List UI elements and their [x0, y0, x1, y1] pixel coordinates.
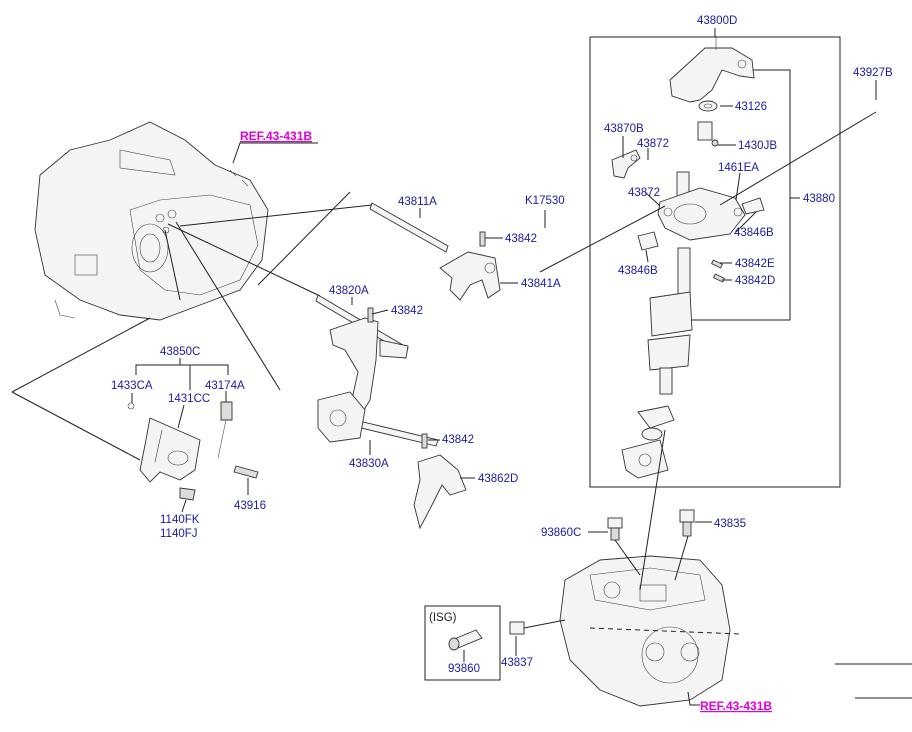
ref-link-top[interactable]: REF.43-431B — [240, 129, 312, 143]
label-43872-a: 43872 — [637, 138, 669, 150]
label-43846B-b: 43846B — [618, 265, 658, 277]
label-43927B: 43927B — [853, 67, 893, 79]
clutch-housing — [34, 121, 269, 321]
label-isg: (ISG) — [429, 612, 457, 624]
label-43835: 43835 — [714, 518, 746, 530]
control-housing-plate — [657, 187, 746, 241]
label-1140FJ: 1140FJ — [160, 528, 198, 540]
label-43842E: 43842E — [735, 258, 775, 270]
label-43916: 43916 — [234, 500, 266, 512]
label-43126: 43126 — [735, 101, 767, 113]
damper-43846B-b — [637, 231, 659, 251]
shift-fork-43841A — [439, 231, 501, 301]
label-43880: 43880 — [803, 193, 835, 205]
label-43830A: 43830A — [349, 458, 389, 470]
label-43837: 43837 — [501, 657, 533, 669]
isg-box — [424, 605, 501, 681]
label-43842D: 43842D — [735, 275, 775, 287]
bracket-43850C — [127, 401, 259, 501]
label-43800D: 43800D — [697, 15, 737, 27]
label-1433CA: 1433CA — [111, 380, 153, 392]
label-43872-b: 43872 — [628, 187, 660, 199]
shift-fork-43820A — [329, 307, 409, 421]
label-1140FK: 1140FK — [160, 514, 200, 526]
sensor-93860C — [607, 517, 623, 541]
plug-43835 — [679, 509, 695, 537]
label-K17530: K17530 — [525, 195, 565, 207]
label-93860C: 93860C — [541, 527, 581, 539]
leader-lines — [11, 80, 912, 706]
label-43846B-a: 43846B — [734, 227, 774, 239]
shift-shaft-lower — [621, 247, 693, 479]
label-43841A: 43841A — [521, 278, 561, 290]
label-1461EA: 1461EA — [718, 162, 759, 174]
label-1430JB: 1430JB — [738, 140, 777, 152]
fitting-43837 — [509, 621, 525, 635]
damper-43846B-a — [741, 197, 765, 215]
transmission-case — [559, 555, 741, 707]
label-43842-a: 43842 — [505, 233, 537, 245]
label-93860: 93860 — [448, 663, 480, 675]
label-43842-b: 43842 — [391, 305, 423, 317]
label-1431CC: 1431CC — [168, 393, 210, 405]
shift-fork-43830A — [317, 391, 467, 530]
label-43820A: 43820A — [329, 285, 369, 297]
label-43850C: 43850C — [160, 346, 200, 358]
label-43174A: 43174A — [205, 380, 245, 392]
lever-43870B — [611, 149, 641, 179]
label-43842-c: 43842 — [442, 434, 474, 446]
label-43811A: 43811A — [398, 196, 437, 208]
cover-43800D — [669, 36, 755, 103]
seal-43126 — [698, 100, 718, 112]
assembly-box-43880 — [589, 28, 841, 488]
label-43862D: 43862D — [478, 473, 518, 485]
ref-link-bottom[interactable]: REF.43-431B — [700, 699, 772, 713]
label-43870B: 43870B — [604, 123, 644, 135]
